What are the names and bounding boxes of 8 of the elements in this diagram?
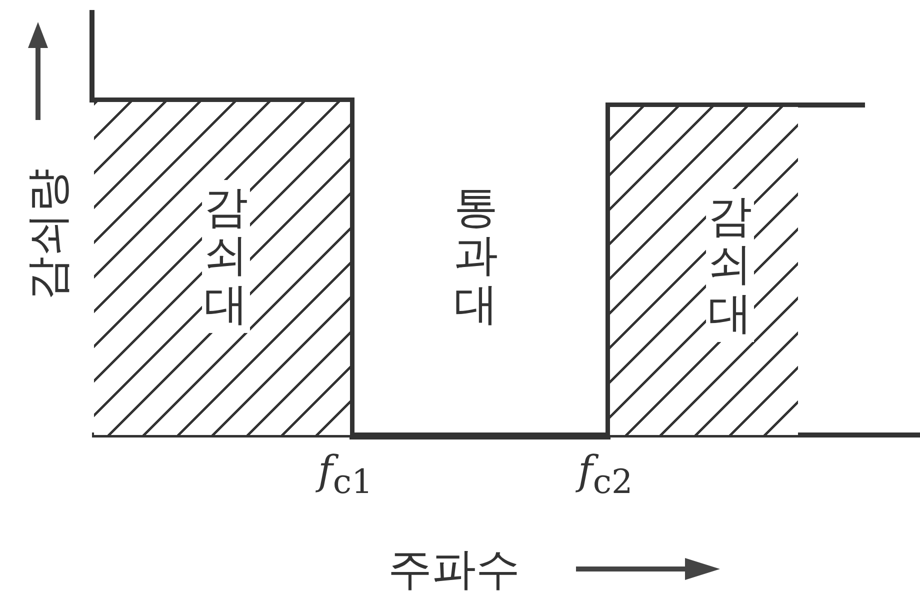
- band-label: 감쇠대: [202, 180, 250, 334]
- frequency-label: f$_{c1}$: [318, 448, 373, 501]
- axis-label: 주파수: [388, 543, 520, 597]
- frequency-label: f$_{c2}$: [578, 448, 633, 501]
- hatched-band: [94, 102, 350, 435]
- band-label: 감쇠대: [706, 189, 754, 342]
- axis-label: 감쇠량: [22, 168, 74, 300]
- hatched-band: [610, 107, 798, 435]
